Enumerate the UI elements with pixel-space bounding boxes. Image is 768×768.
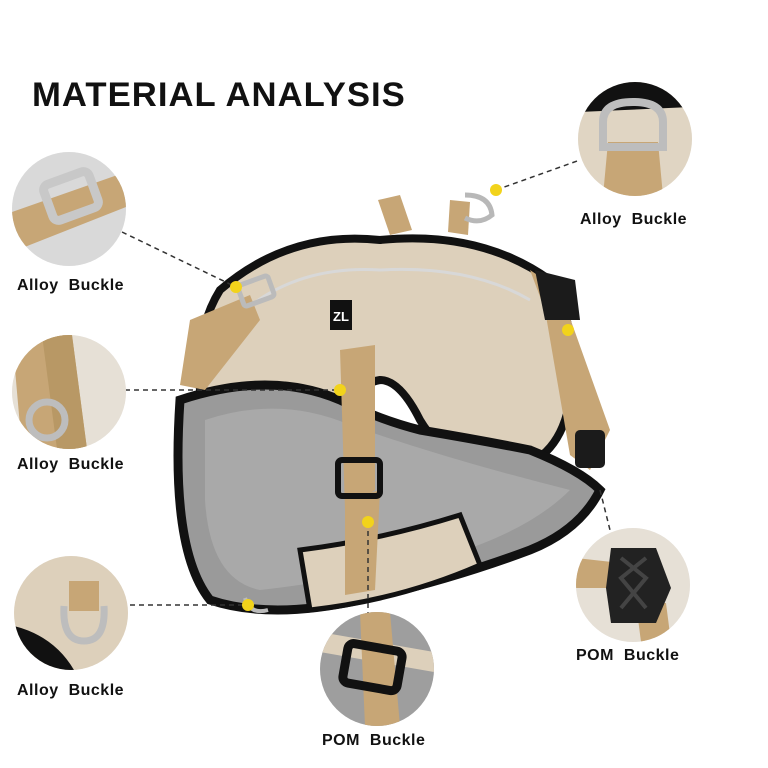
callout-label-2: Alloy Buckle	[17, 456, 125, 473]
callout-label-6: POM Buckle	[576, 647, 680, 664]
brand-logo: ZL	[333, 309, 349, 324]
pom-ladder-buckle-closeup	[320, 612, 434, 726]
callout-label-1: Alloy Buckle	[17, 277, 125, 294]
callout-label-4: Alloy Buckle	[580, 211, 688, 228]
callout-label-3: Alloy Buckle	[17, 682, 125, 699]
alloy-ring-closeup	[14, 556, 128, 670]
pom-side-release-buckle-closeup	[576, 528, 690, 642]
alloy-d-ring-top-closeup	[578, 82, 692, 196]
alloy-d-ring-closeup	[12, 335, 126, 449]
harness-image: ZL	[150, 170, 630, 630]
alloy-slide-buckle-closeup	[12, 152, 126, 266]
page-title: MATERIAL ANALYSIS	[32, 76, 406, 114]
callout-label-5: POM Buckle	[322, 732, 426, 749]
